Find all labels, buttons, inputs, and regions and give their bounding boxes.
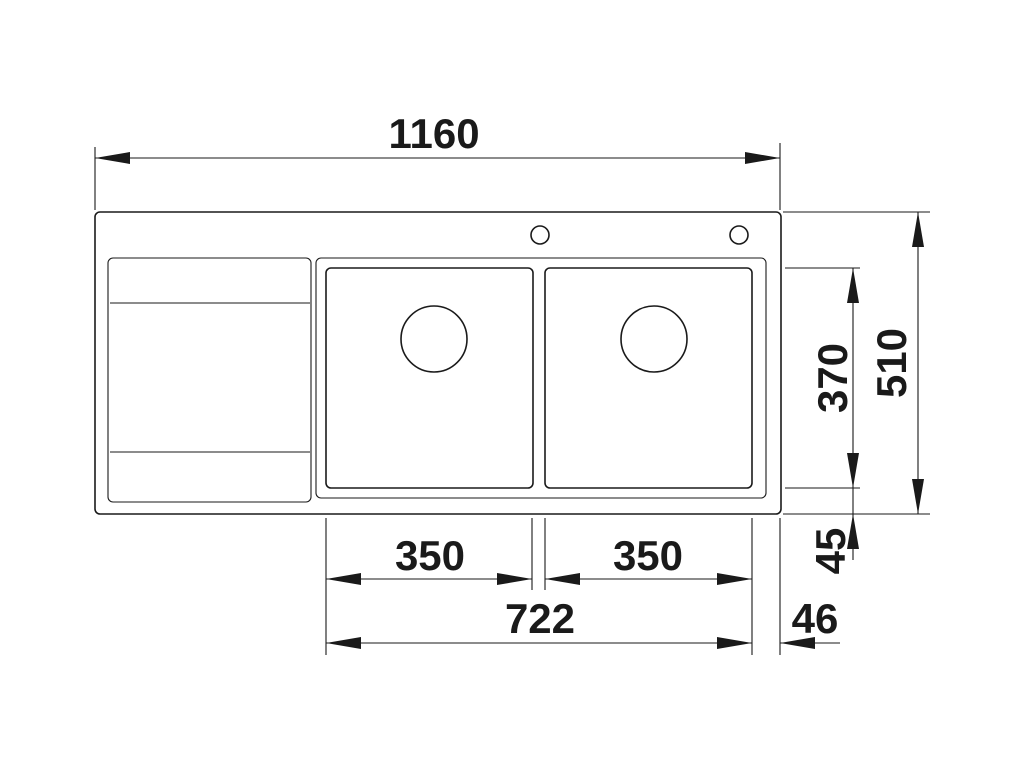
right-drain-icon: [620, 305, 688, 373]
tap-hole-right: [729, 225, 749, 245]
drainer-area: [107, 257, 312, 503]
left-drain-icon: [400, 305, 468, 373]
dim-front-offset: 45: [807, 488, 859, 574]
bowl-frame: [315, 257, 767, 499]
left-bowl-width-label: 350: [395, 532, 465, 579]
dim-left-bowl-width: 350: [326, 532, 532, 585]
dim-overall-depth: 510: [783, 211, 930, 515]
dim-right-bowl-width: 350: [545, 532, 752, 585]
bowl-depth-label: 370: [809, 343, 856, 413]
right-bowl-width-label: 350: [613, 532, 683, 579]
dim-overall-width: 1160: [94, 110, 781, 210]
dim-bowl-depth: 370: [785, 267, 860, 489]
left-bowl: [325, 267, 534, 489]
overall-depth-label: 510: [868, 328, 915, 398]
right-offset-label: 46: [792, 595, 839, 642]
front-offset-label: 45: [807, 528, 854, 575]
sink-body: [94, 211, 782, 515]
dim-right-offset: 46: [780, 595, 840, 649]
sink-outer-outline: [94, 211, 782, 515]
bowls-total-width-label: 722: [505, 595, 575, 642]
dim-bowls-total-width: 722: [326, 595, 752, 649]
overall-width-label: 1160: [388, 110, 479, 157]
right-bowl: [544, 267, 753, 489]
bottom-extension-lines: [325, 518, 781, 655]
tap-hole-left: [530, 225, 550, 245]
